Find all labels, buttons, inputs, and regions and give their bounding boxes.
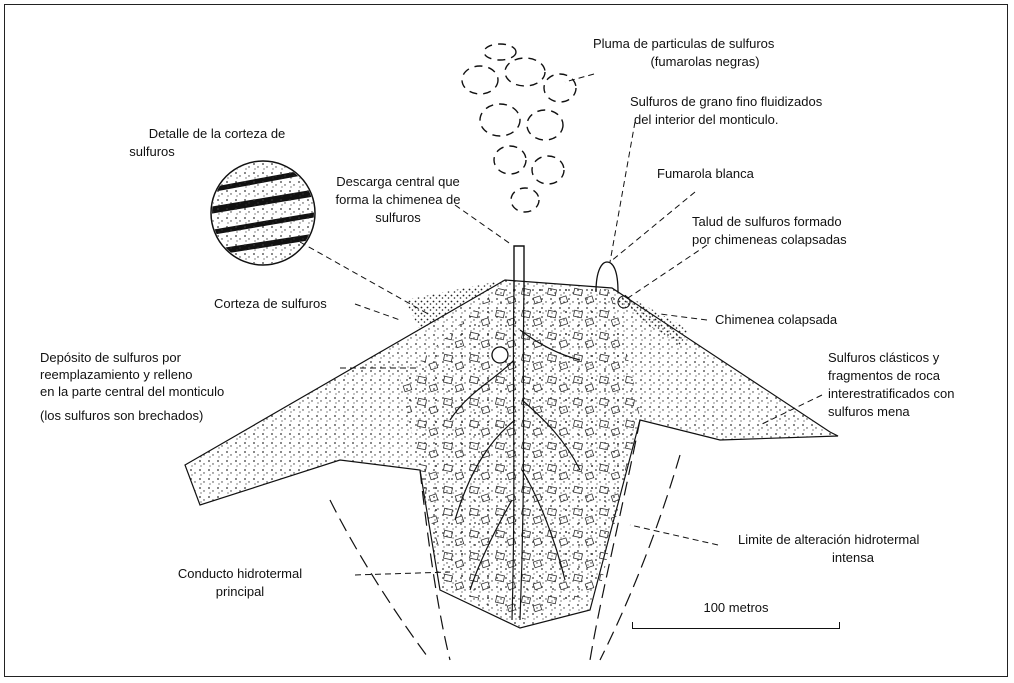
label-central-discharge-line2: forma la chimenea de (328, 192, 468, 208)
particle-plume (462, 44, 576, 212)
label-fine-sulfides-line1: Sulfuros de grano fino fluidizados (630, 94, 822, 110)
label-clastic-line3: interestratificados con (828, 386, 954, 402)
label-talus-line2: por chimeneas colapsadas (692, 232, 847, 248)
scale-bar-label: 100 metros (630, 600, 842, 616)
fluid-bubble (492, 347, 508, 363)
label-clastic-line2: fragmentos de roca (828, 368, 940, 384)
label-deposit-line2: reemplazamiento y relleno (40, 367, 192, 383)
label-talus-line1: Talud de sulfuros formado (692, 214, 842, 230)
scale-bar-line (632, 622, 840, 629)
label-central-discharge-line1: Descarga central que (328, 174, 468, 190)
label-collapsed-chimney: Chimenea colapsada (715, 312, 837, 328)
label-central-discharge-line3: sulfuros (328, 210, 468, 226)
scale-bar: 100 metros (630, 600, 842, 620)
label-crust-detail-line2: sulfuros (112, 144, 192, 160)
label-conduit-line2: principal (140, 584, 340, 600)
label-clastic-line1: Sulfuros clásticos y (828, 350, 939, 366)
crust-detail-inset (210, 160, 320, 270)
label-plume-line1: Pluma de particulas de sulfuros (593, 36, 774, 52)
label-sulfide-crust: Corteza de sulfuros (214, 296, 327, 312)
label-plume-line2: (fumarolas negras) (610, 54, 800, 70)
label-white-smoker: Fumarola blanca (657, 166, 754, 182)
label-deposit-line3: en la parte central del monticulo (40, 384, 224, 400)
label-fine-sulfides-line2: del interior del monticulo. (634, 112, 779, 128)
label-alteration-line1: Limite de alteración hidrotermal (738, 532, 919, 548)
label-conduit-line1: Conducto hidrotermal (140, 566, 340, 582)
label-alteration-line2: intensa (738, 550, 968, 566)
label-crust-detail-line1: Detalle de la corteza de (112, 126, 322, 142)
label-clastic-line4: sulfuros mena (828, 404, 910, 420)
label-deposit-line4: (los sulfuros son brechados) (40, 408, 203, 424)
label-deposit-line1: Depósito de sulfuros por (40, 350, 181, 366)
